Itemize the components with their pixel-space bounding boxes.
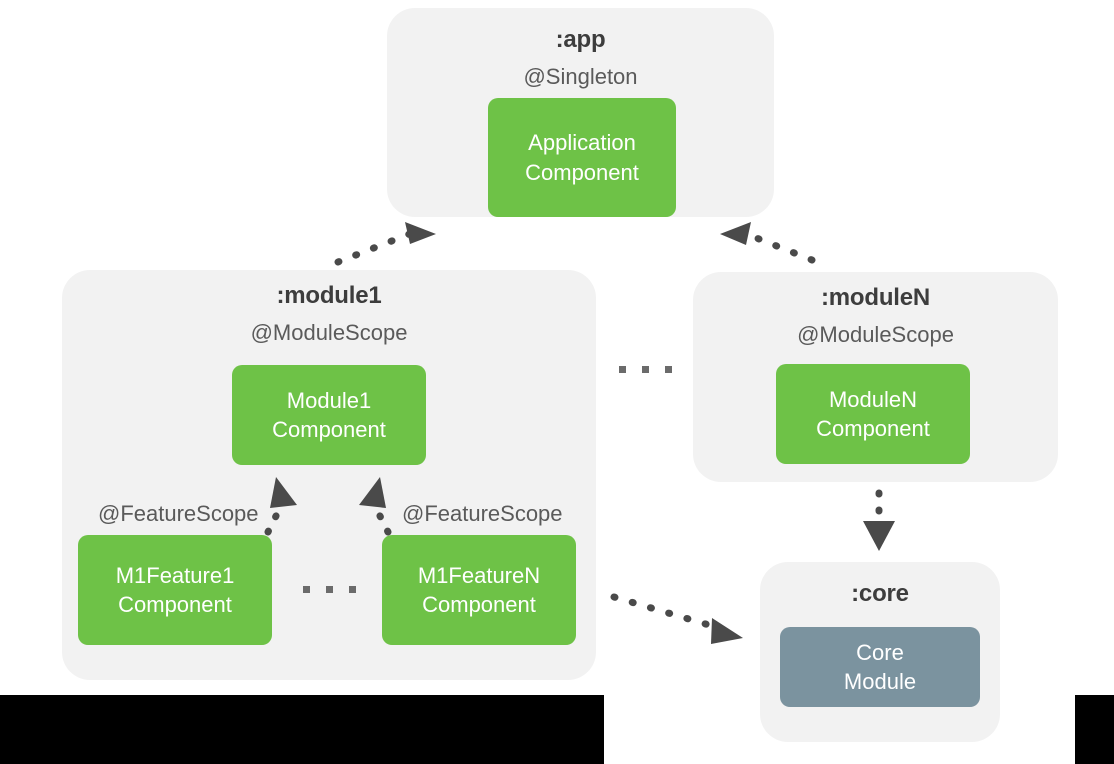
ellipsis-dot: [326, 586, 333, 593]
module-container-moduleN: :moduleN @ModuleScope ModuleN Component: [693, 272, 1058, 482]
bottom-right-black-bar: [1075, 695, 1114, 764]
bottom-left-black-bar: [0, 695, 604, 764]
component-box-module1[interactable]: Module1 Component: [232, 365, 426, 465]
component-label-line2: Component: [272, 417, 386, 442]
module-title-module1: :module1: [276, 282, 382, 309]
component-label-line2: Component: [118, 592, 232, 617]
module-title-core: :core: [851, 580, 909, 607]
features-ellipsis: [303, 586, 356, 593]
module-title-app: :app: [555, 26, 606, 53]
edge-moduleN-to-app: [720, 222, 816, 264]
component-label-line1: M1FeatureN: [417, 562, 541, 588]
component-label-line2: Component: [816, 416, 930, 441]
module-container-module1: :module1 @ModuleScope Module1 Component …: [62, 270, 596, 680]
component-label-line1: Module1: [286, 387, 372, 413]
component-box-m1feature1[interactable]: M1Feature1 Component: [78, 535, 272, 645]
scope-label-app-singleton: @Singleton: [523, 64, 638, 89]
component-label-line1: M1Feature1: [115, 562, 235, 588]
ellipsis-dot: [665, 366, 672, 373]
ellipsis-dot: [303, 586, 310, 593]
component-label-line1: Application: [528, 130, 636, 156]
component-box-moduleN[interactable]: ModuleN Component: [776, 364, 970, 464]
module-container-app: :app @Singleton Application Component: [387, 8, 774, 217]
component-label-line2: Component: [525, 159, 639, 185]
component-label-line1: Core: [856, 639, 904, 665]
scope-label-moduleN-modulescope: @ModuleScope: [797, 322, 954, 347]
edge-module1-to-app: [334, 222, 436, 266]
ellipsis-dot: [349, 586, 356, 593]
component-box-m1featureN[interactable]: M1FeatureN Component: [382, 535, 576, 645]
scope-label-feature1: @FeatureScope: [98, 501, 259, 526]
modules-ellipsis: [619, 366, 672, 373]
component-box-core-module[interactable]: Core Module: [780, 627, 980, 707]
ellipsis-dot: [642, 366, 649, 373]
module-title-moduleN: :moduleN: [820, 284, 931, 311]
module-container-core: :core Core Module: [760, 562, 1000, 742]
component-box-application[interactable]: Application Component: [488, 98, 676, 217]
ellipsis-dot: [619, 366, 626, 373]
component-label-line1: ModuleN: [828, 386, 918, 412]
component-label-line2: Component: [422, 592, 536, 617]
edge-module1-to-core: [610, 593, 743, 644]
component-label-line2: Module: [843, 669, 917, 694]
scope-label-module1-modulescope: @ModuleScope: [250, 320, 408, 345]
edge-moduleN-to-core: [863, 489, 895, 551]
scope-label-featureN: @FeatureScope: [402, 501, 563, 526]
